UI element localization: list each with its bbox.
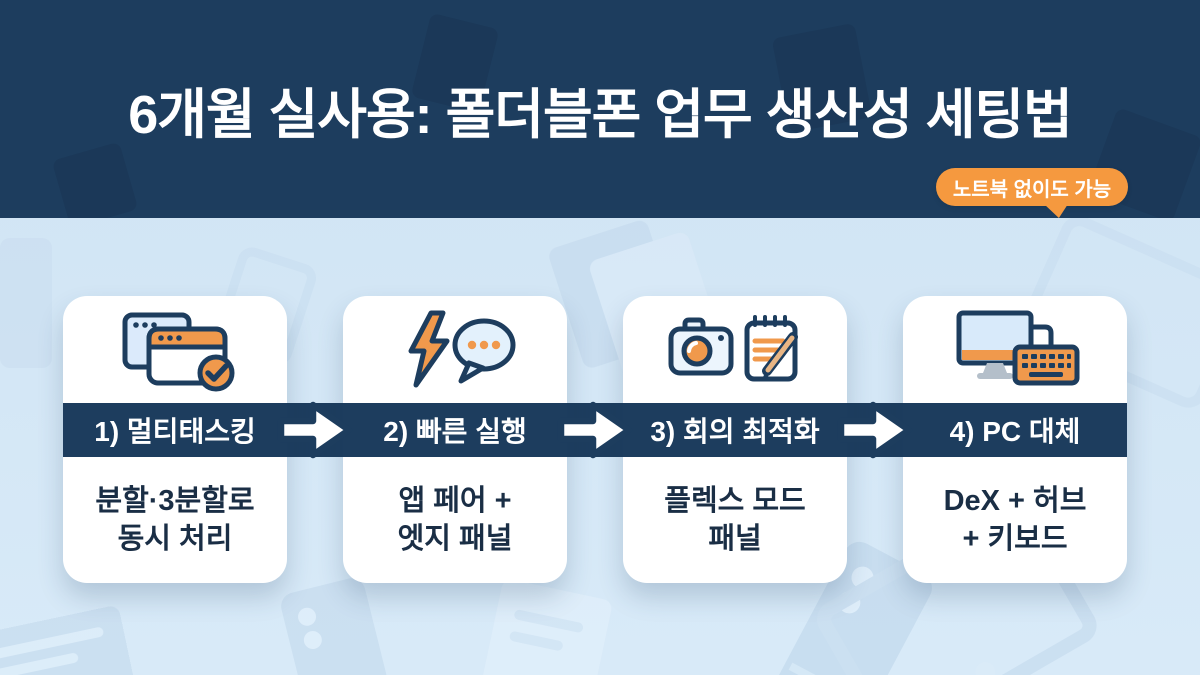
multitasking-windows-check-icon [63,296,287,403]
step-title: 3) 회의 최적화 [650,416,820,447]
camera-notepad-icon [623,296,847,403]
page-title: 6개월 실사용: 폴더블폰 업무 생산성 세팅법 [128,85,1073,145]
step-title: 2) 빠른 실행 [383,416,527,447]
step-description: 앱 페어 + 엣지 패널 [343,457,567,583]
step-description-line2: + 키보드 [962,523,1068,555]
step-description-line2: 패널 [708,523,762,555]
lightning-chat-icon [343,296,567,403]
step-title-bar: 1) 멀티태스킹 [63,403,287,457]
step-card-meeting: 3) 회의 최적화 플렉스 모드 패널 [623,296,847,583]
monitor-keyboard-icon [903,296,1127,403]
step-description-line1: 앱 페어 + [398,484,512,517]
step-title-bar: 4) PC 대체 [903,403,1127,457]
step-card-quick-launch: 2) 빠른 실행 앱 페어 + 엣지 패널 [343,296,567,583]
step-title-bar: 2) 빠른 실행 [343,403,567,457]
step-description-line1: DeX + 허브 [943,484,1087,517]
arrow-right-icon [557,401,633,459]
step-title: 4) PC 대체 [949,416,1081,447]
step-description-line1: 플렉스 모드 [664,484,806,517]
step-description: 플렉스 모드 패널 [623,457,847,583]
step-title-bar: 3) 회의 최적화 [623,403,847,457]
callout-badge-label: 노트북 없이도 가능 [952,178,1112,201]
step-card-pc-replacement: 4) PC 대체 DeX + 허브 + 키보드 [903,296,1127,583]
step-description-line2: 동시 처리 [117,523,233,555]
step-description: DeX + 허브 + 키보드 [903,457,1127,583]
arrow-right-icon [837,401,913,459]
callout-badge: 노트북 없이도 가능 [936,168,1128,218]
step-description-line1: 분할·3분할로 [95,484,255,517]
step-card-multitasking: 1) 멀티태스킹 분할·3분할로 동시 처리 [63,296,287,583]
step-title: 1) 멀티태스킹 [94,416,256,447]
arrow-right-icon [277,401,353,459]
step-description-line2: 엣지 패널 [397,523,513,555]
step-description: 분할·3분할로 동시 처리 [63,457,287,583]
